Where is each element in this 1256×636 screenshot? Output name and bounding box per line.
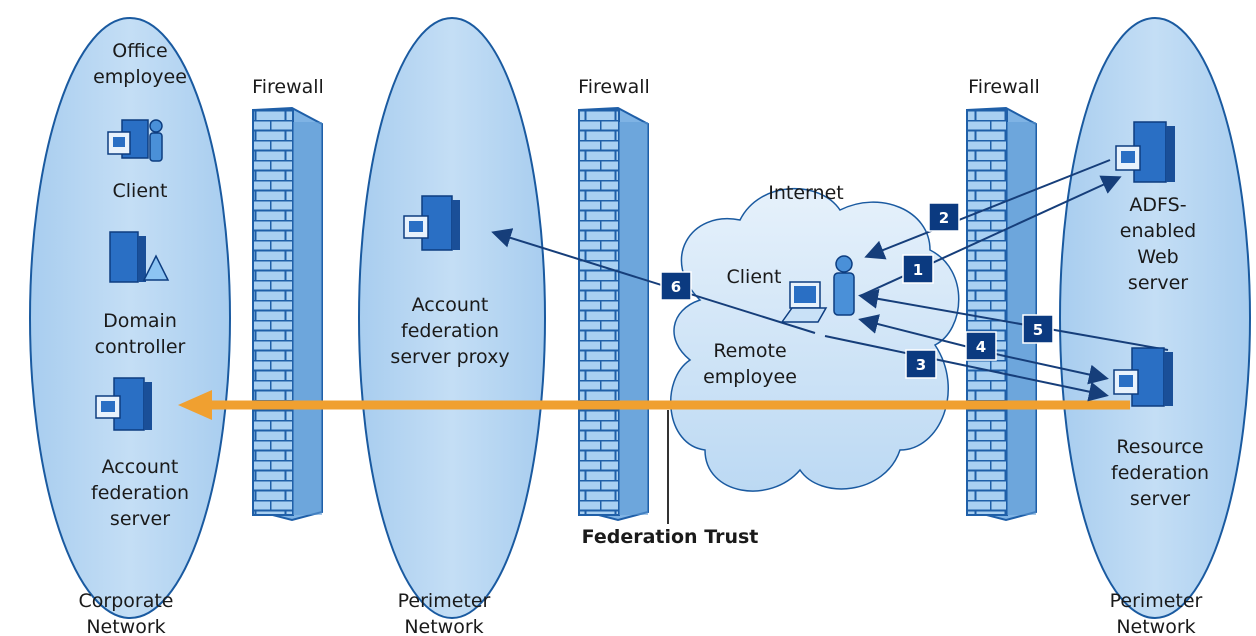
zone-perimeter-right (1059, 17, 1251, 619)
label-firewall-1: Firewall (252, 76, 324, 98)
svg-text:3: 3 (916, 356, 926, 374)
label-federation-trust: Federation Trust (581, 526, 759, 548)
laptop-icon (780, 281, 828, 323)
firewall-icon (252, 106, 323, 522)
label-remote-employee: Remote employee (703, 340, 797, 388)
label-corporate-network: Corporate Network (78, 590, 174, 636)
step-badge-6: 6 (660, 271, 692, 301)
step-badge-3: 3 (905, 349, 937, 379)
step-badge-4: 4 (965, 331, 997, 361)
svg-text:6: 6 (671, 278, 681, 296)
zone-corporate (29, 17, 231, 619)
server-icon (1115, 121, 1175, 183)
flow-arrow-5 (858, 288, 1169, 351)
flow-arrow-4b (999, 354, 1109, 385)
firewall-icon (966, 106, 1037, 522)
label-client-corp: Client (112, 180, 168, 202)
server-icon (109, 231, 170, 283)
label-resource-federation-server: Resource federation server (1111, 436, 1209, 510)
step-badge-2: 2 (928, 202, 960, 232)
server-icon (107, 119, 163, 162)
svg-text:2: 2 (939, 209, 949, 227)
flow-arrow-2 (864, 159, 1111, 260)
flow-arrow-3 (824, 335, 1109, 402)
flow-arrow-6 (491, 228, 816, 334)
server-icon (1113, 347, 1173, 407)
label-office-employee: Office employee (93, 40, 187, 88)
label-perimeter-network-left: Perimeter Network (397, 590, 491, 636)
server-icon (403, 195, 460, 251)
step-badge-5: 5 (1022, 314, 1054, 344)
label-client-remote: Client (726, 266, 782, 288)
label-internet: Internet (768, 182, 844, 204)
label-firewall-2: Firewall (578, 76, 650, 98)
label-perimeter-network-right: Perimeter Network (1109, 590, 1203, 636)
federation-trust-arrowhead (178, 390, 212, 420)
label-account-federation-proxy: Account federation server proxy (390, 294, 510, 368)
svg-text:1: 1 (913, 261, 923, 279)
firewall-icon (578, 106, 649, 522)
cloud-icon (669, 188, 960, 492)
label-domain-controller: Domain controller (94, 310, 186, 358)
label-account-federation-server: Account federation server (91, 456, 189, 530)
label-adfs-web-server: ADFS- enabled Web server (1119, 194, 1197, 294)
zone-perimeter-left (358, 17, 546, 619)
step-badge-1: 1 (902, 254, 934, 284)
svg-text:4: 4 (976, 338, 986, 356)
label-firewall-3: Firewall (968, 76, 1040, 98)
svg-text:5: 5 (1033, 321, 1043, 339)
user-icon (833, 255, 855, 316)
server-icon (95, 377, 152, 431)
